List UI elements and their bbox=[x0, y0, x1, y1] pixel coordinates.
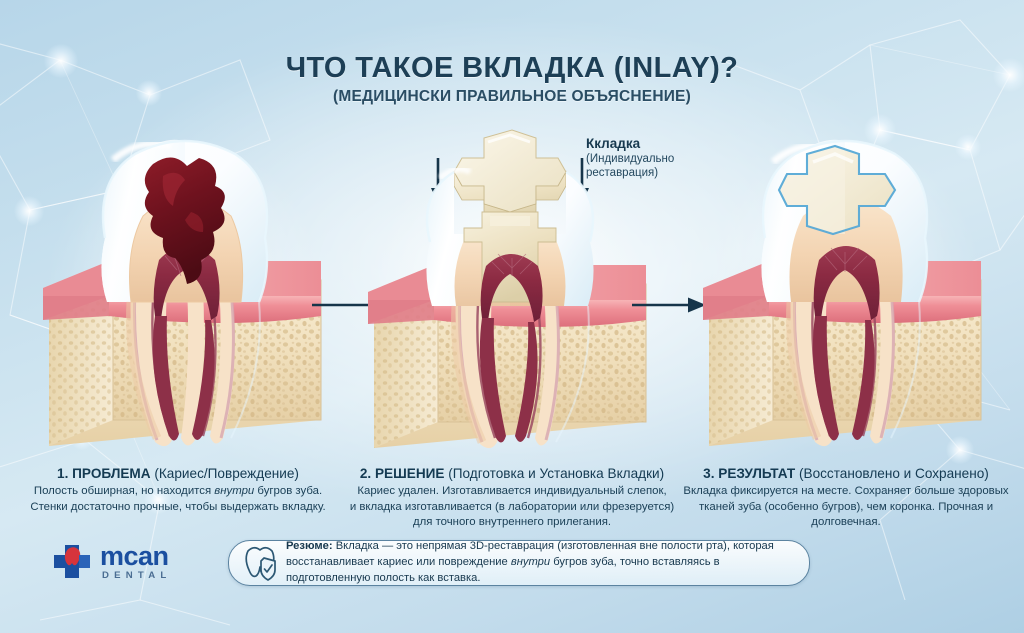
caption-result: 3. РЕЗУЛЬТАТ (Восстановлено и Сохранено)… bbox=[676, 466, 1016, 531]
inlay-callout-sub-line1: (Индивидуально bbox=[586, 153, 675, 166]
pulp-chamber bbox=[152, 246, 220, 441]
logo-tagline: DENTAL bbox=[102, 570, 172, 581]
mcan-cross-tooth-icon bbox=[54, 545, 90, 578]
caption-result-head: 3. РЕЗУЛЬТАТ (Восстановлено и Сохранено) bbox=[676, 466, 1016, 481]
inlay-callout: Ккладка (Индивидуально реставрация) bbox=[586, 136, 716, 181]
caption-solution-number: 2. bbox=[359, 466, 372, 481]
caption-solution-line3: для точного внутреннего прилегания. bbox=[412, 516, 612, 529]
pulp-chamber bbox=[812, 246, 880, 441]
summary-label: Резюме: bbox=[286, 540, 333, 553]
tooth-shield-check-icon bbox=[245, 546, 276, 581]
caption-solution: 2. РЕШЕНИЕ (Подготовка и Установка Вклад… bbox=[342, 466, 682, 531]
tooth-illustration-preparation bbox=[368, 129, 650, 458]
caption-solution-head: 2. РЕШЕНИЕ (Подготовка и Установка Вклад… bbox=[342, 466, 682, 481]
page-subtitle: (МЕДИЦИНСКИ ПРАВИЛЬНОЕ ОБЪЯСНЕНИЕ) bbox=[333, 88, 691, 105]
caption-problem-paren: (Кариес/Повреждение) bbox=[154, 466, 299, 481]
title-block: ЧТО ТАКОЕ ВКЛАДКА (INLAY)? (МЕДИЦИНСКИ П… bbox=[0, 52, 1024, 106]
caption-result-line2: тканей зуба (особенно бугров), чем корон… bbox=[698, 500, 994, 529]
tooth-illustration-caries bbox=[43, 135, 325, 455]
caption-result-paren: (Восстановлено и Сохранено) bbox=[798, 466, 989, 481]
caption-problem-line2: Стенки достаточно прочные, чтобы выдержа… bbox=[30, 500, 326, 513]
caption-solution-body: Кариес удален. Изготавливается индивидуа… bbox=[342, 484, 682, 531]
panel-result bbox=[680, 120, 1010, 465]
caries-cavity bbox=[144, 157, 225, 284]
tooth-illustration-restored bbox=[703, 135, 985, 455]
summary-text-b: бугров зуба, точно вставляясь в подготов… bbox=[286, 556, 720, 584]
caption-result-body: Вкладка фиксируется на месте. Сохраняет … bbox=[676, 484, 1016, 531]
caption-problem-keyword: ПРОБЛЕМА bbox=[72, 466, 151, 481]
caption-result-number: 3. bbox=[703, 466, 715, 481]
caption-solution-line2: и вкладка изготавливается (в лаборатории… bbox=[349, 500, 675, 513]
summary-text-emphasis: внутри bbox=[510, 556, 551, 569]
caption-problem-line1a: Полость обширная, но находится bbox=[33, 485, 215, 497]
caption-problem-line1b: бугров зуба. bbox=[254, 485, 323, 497]
caption-problem-body: Полость обширная, но находится внутри бу… bbox=[8, 484, 348, 515]
caption-solution-paren: (Подготовка и Установка Вкладки) bbox=[448, 466, 665, 481]
caption-solution-keyword: РЕШЕНИЕ bbox=[374, 466, 445, 481]
pulp-chamber bbox=[479, 253, 543, 443]
caption-problem-head: 1. ПРОБЛЕМА (Кариес/Повреждение) bbox=[8, 466, 348, 481]
panel-solution bbox=[345, 120, 675, 465]
summary-text: Резюме: Вкладка — это непрямая 3D-рестав… bbox=[282, 539, 809, 587]
inlay-seated bbox=[777, 144, 897, 236]
caption-result-line1: Вкладка фиксируется на месте. Сохраняет … bbox=[683, 485, 1009, 497]
caption-problem-number: 1. bbox=[57, 466, 69, 481]
flow-arrow-2 bbox=[632, 297, 706, 313]
logo-wordmark: mcan bbox=[100, 541, 169, 571]
brand-logo[interactable]: mcan DENTAL bbox=[52, 542, 222, 588]
inlay-callout-sub-line2: реставрация) bbox=[586, 167, 659, 180]
panel-problem bbox=[20, 120, 350, 465]
summary-box: Резюме: Вкладка — это непрямая 3D-рестав… bbox=[228, 540, 810, 586]
caption-problem: 1. ПРОБЛЕМА (Кариес/Повреждение) Полость… bbox=[8, 466, 348, 515]
page-title: ЧТО ТАКОЕ ВКЛАДКА (INLAY)? bbox=[285, 52, 739, 84]
caption-problem-line1-emphasis: внутри bbox=[214, 485, 255, 497]
caption-result-keyword: РЕЗУЛЬТАТ bbox=[718, 466, 796, 481]
inlay-callout-title: Ккладка bbox=[586, 136, 641, 151]
summary-text-a: Вкладка — это непрямая 3D-реставрация (и… bbox=[286, 540, 774, 569]
caption-solution-line1: Кариес удален. Изготавливается индивидуа… bbox=[357, 485, 667, 497]
